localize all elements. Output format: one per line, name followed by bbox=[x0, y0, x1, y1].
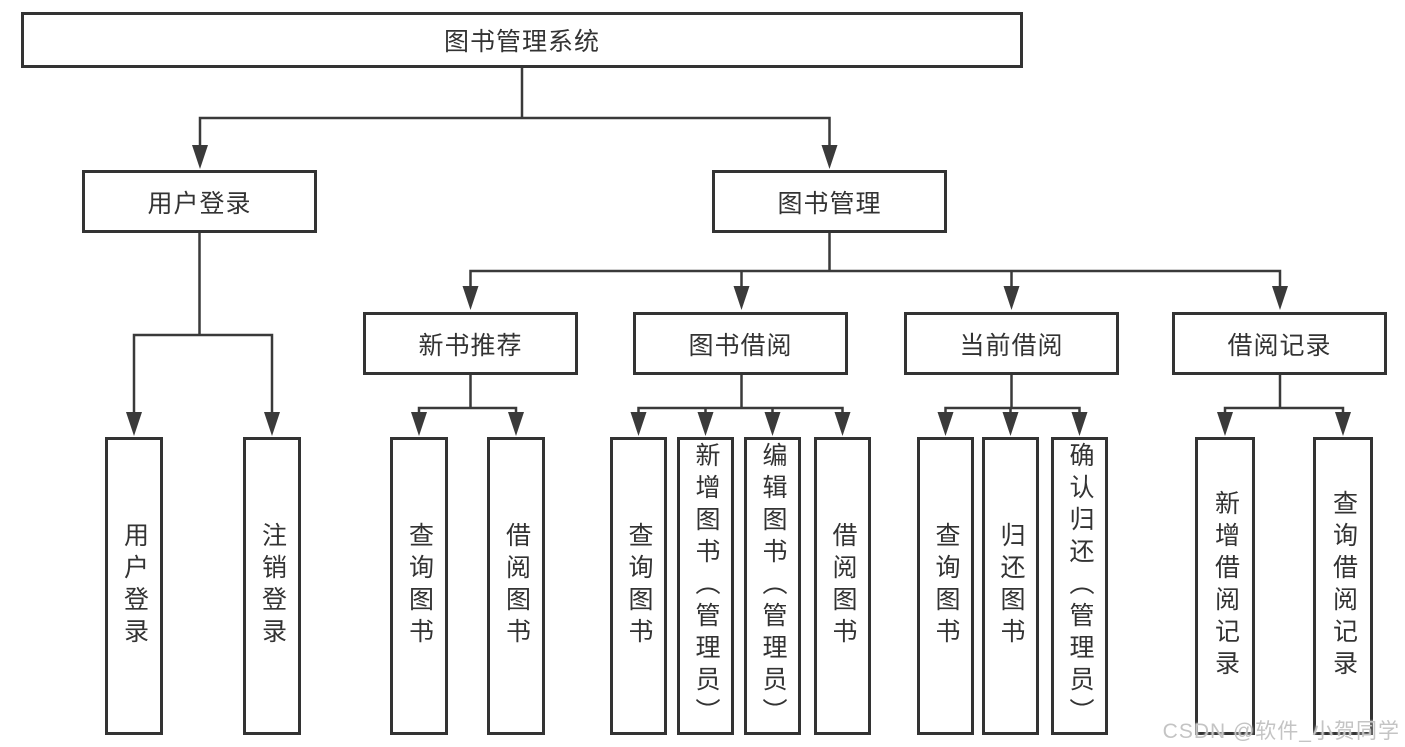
node-new-book-recommendation: 新书推荐 bbox=[363, 312, 578, 375]
node-book-management: 图书管理 bbox=[712, 170, 947, 233]
leaf-user-login: 用户登录 bbox=[105, 437, 163, 735]
leaf-borrow-books-recommend: 借阅图书 bbox=[487, 437, 545, 735]
leaf-query-books-recommend: 查询图书 bbox=[390, 437, 448, 735]
leaf-query-books-current: 查询图书 bbox=[917, 437, 974, 735]
leaf-logout: 注销登录 bbox=[243, 437, 301, 735]
node-current-borrowing: 当前借阅 bbox=[904, 312, 1119, 375]
node-borrowing-records: 借阅记录 bbox=[1172, 312, 1387, 375]
leaf-confirm-return-admin: 确认归还（管理员） bbox=[1051, 437, 1108, 735]
node-system-root: 图书管理系统 bbox=[21, 12, 1023, 68]
leaf-query-borrow-record: 查询借阅记录 bbox=[1313, 437, 1373, 735]
leaf-edit-books-admin: 编辑图书（管理员） bbox=[744, 437, 801, 735]
leaf-add-books-admin: 新增图书（管理员） bbox=[677, 437, 734, 735]
node-user-login: 用户登录 bbox=[82, 170, 317, 233]
node-book-borrowing: 图书借阅 bbox=[633, 312, 848, 375]
csdn-watermark: CSDN @软件_小贺同学 bbox=[1162, 720, 1400, 743]
leaf-query-books-borrow: 查询图书 bbox=[610, 437, 667, 735]
leaf-return-books: 归还图书 bbox=[982, 437, 1039, 735]
leaf-borrow-books: 借阅图书 bbox=[814, 437, 871, 735]
leaf-add-borrow-record: 新增借阅记录 bbox=[1195, 437, 1255, 735]
